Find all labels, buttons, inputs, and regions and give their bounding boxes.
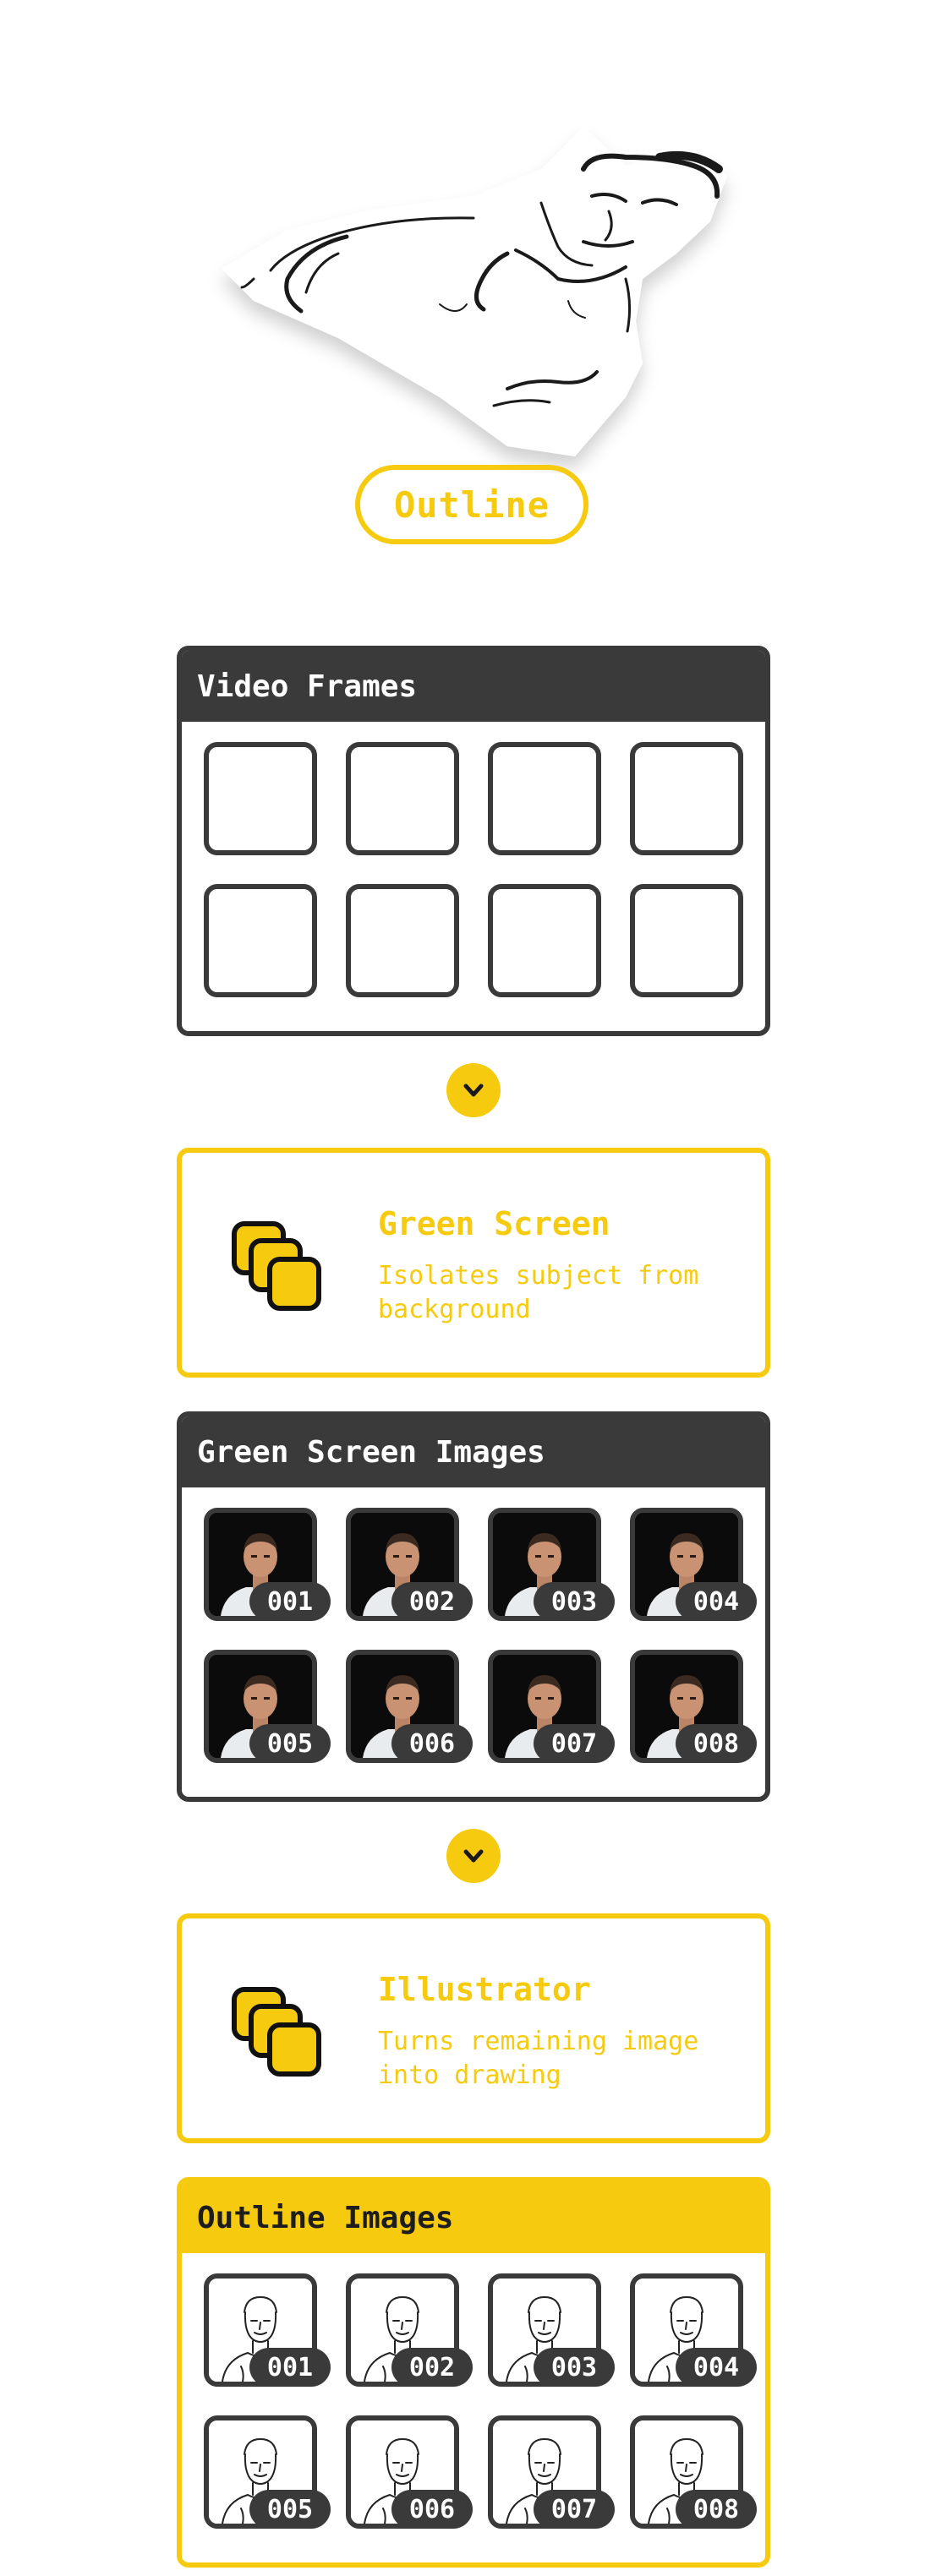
frame-number-badge: 008	[676, 2490, 757, 2529]
video-frame-slot	[630, 742, 743, 855]
illustrator-description: Turns remaining image into drawing	[378, 2027, 699, 2090]
outline-thumbnail[interactable]: 006	[346, 2415, 473, 2529]
green-screen-thumbnail[interactable]: 002	[346, 1508, 473, 1621]
flow-arrow-down	[446, 1063, 501, 1117]
chevron-down-icon	[463, 1849, 484, 1863]
green-screen-thumbnail[interactable]: 007	[488, 1650, 615, 1763]
frame-number-badge: 004	[676, 1582, 757, 1621]
green-screen-description: Isolates subject from background	[378, 1261, 699, 1324]
frame-number-badge: 001	[249, 1582, 331, 1621]
video-frame-slot	[630, 884, 743, 997]
frame-number-badge: 001	[249, 2348, 331, 2387]
outline-thumbnail[interactable]: 004	[630, 2273, 757, 2387]
video-frames-title: Video Frames	[182, 651, 765, 722]
frame-number-badge: 003	[534, 2348, 615, 2387]
green-screen-images-panel: Green Screen Images 001 002 003 004 005 006 00…	[177, 1411, 770, 1802]
flow-arrow-down	[446, 1829, 501, 1883]
frame-number-badge: 005	[249, 1724, 331, 1763]
frame-number-badge: 007	[534, 2490, 615, 2529]
outline-thumbnail[interactable]: 003	[488, 2273, 615, 2387]
frame-number-badge: 006	[391, 2490, 473, 2529]
chevron-down-icon	[463, 1083, 484, 1097]
frame-number-badge: 008	[676, 1724, 757, 1763]
outline-thumbnail[interactable]: 007	[488, 2415, 615, 2529]
green-screen-thumbnail[interactable]: 006	[346, 1650, 473, 1763]
frame-number-badge: 006	[391, 1724, 473, 1763]
video-frame-slot	[204, 884, 317, 997]
green-screen-thumbnail[interactable]: 005	[204, 1650, 331, 1763]
green-screen-step: Green Screen Isolates subject from backg…	[177, 1148, 770, 1378]
outline-thumbnail[interactable]: 005	[204, 2415, 331, 2529]
outline-images-panel: Outline Images 001 002 003 004 005 006 007 008	[177, 2177, 770, 2568]
video-frame-slot	[346, 742, 459, 855]
layers-icon	[232, 1221, 321, 1311]
green-screen-title: Green Screen	[378, 1205, 610, 1242]
hero-outline-illustration	[222, 127, 727, 456]
green-screen-thumbnail[interactable]: 001	[204, 1508, 331, 1621]
frame-number-badge: 002	[391, 2348, 473, 2387]
video-frame-slot	[346, 884, 459, 997]
video-frames-panel: Video Frames	[177, 646, 770, 1036]
outline-images-title: Outline Images	[182, 2182, 765, 2253]
illustrator-title: Illustrator	[378, 1971, 591, 2008]
outline-thumbnail[interactable]: 002	[346, 2273, 473, 2387]
illustrator-step: Illustrator Turns remaining image into d…	[177, 1913, 770, 2143]
frame-number-badge: 007	[534, 1724, 615, 1763]
video-frame-slot	[488, 742, 601, 855]
video-frame-slot	[204, 742, 317, 855]
frame-number-badge: 002	[391, 1582, 473, 1621]
outline-label-pill: Outline	[355, 465, 588, 544]
green-screen-thumbnail[interactable]: 008	[630, 1650, 757, 1763]
green-screen-thumbnail[interactable]: 004	[630, 1508, 757, 1621]
green-screen-images-title: Green Screen Images	[182, 1416, 765, 1487]
frame-number-badge: 005	[249, 2490, 331, 2529]
frame-number-badge: 004	[676, 2348, 757, 2387]
frame-number-badge: 003	[534, 1582, 615, 1621]
layers-icon	[232, 1987, 321, 2077]
outline-thumbnail[interactable]: 008	[630, 2415, 757, 2529]
green-screen-thumbnail[interactable]: 003	[488, 1508, 615, 1621]
outline-thumbnail[interactable]: 001	[204, 2273, 331, 2387]
video-frame-slot	[488, 884, 601, 997]
